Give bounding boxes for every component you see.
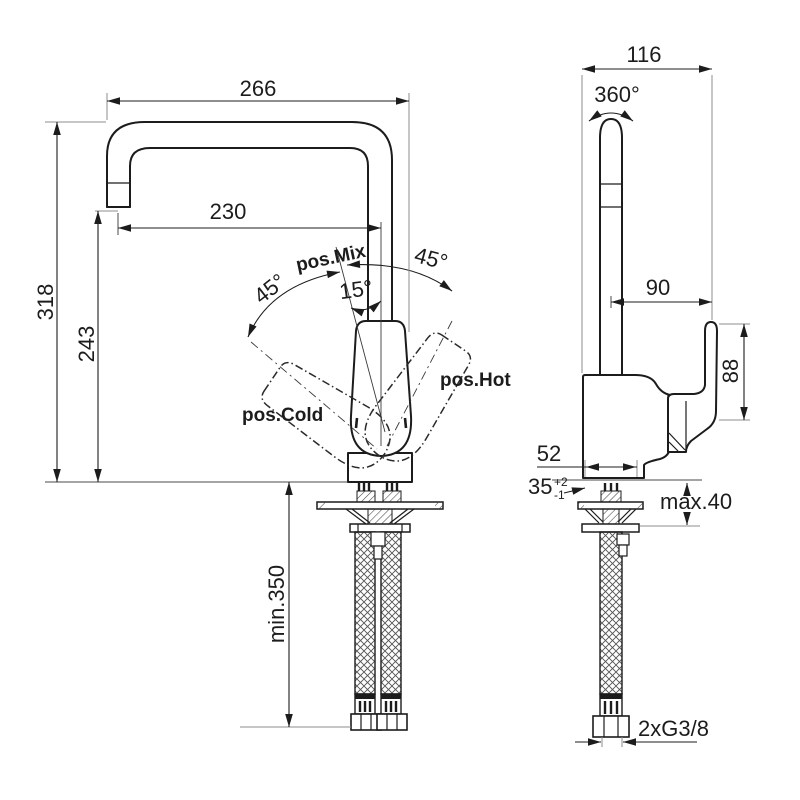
dim-g38-label: 2xG3/8 xyxy=(638,716,709,741)
handle-notch-right xyxy=(403,417,408,429)
dim-116-label: 116 xyxy=(626,42,661,67)
dim-266-label: 266 xyxy=(240,76,277,101)
front-hoses xyxy=(350,531,408,731)
mounting-nut xyxy=(349,523,411,533)
arc-15-mix xyxy=(350,300,382,317)
axis-hot xyxy=(386,320,453,447)
front-spout xyxy=(106,121,393,322)
mounting-plate xyxy=(316,501,444,510)
axis-mix xyxy=(335,246,386,433)
angle-15-label: 15° xyxy=(338,275,374,304)
side-view: 116 360° 90 88 52 35 +2 -1 max.40 xyxy=(528,42,750,747)
angle-45-cold-label: 45° xyxy=(249,269,291,309)
rotation-arc xyxy=(588,110,634,122)
dim-360-label: 360° xyxy=(594,82,640,107)
side-body xyxy=(582,374,671,479)
dim-min350-label: min.350 xyxy=(264,565,289,643)
dim-35-tol-plus: +2 xyxy=(554,475,568,489)
dim-88-label: 88 xyxy=(718,359,743,383)
front-handle-cold-dashed xyxy=(261,361,391,469)
front-view: 266 230 318 243 min.350 45° 45° 15° pos.… xyxy=(33,76,511,731)
axis-cold xyxy=(250,341,378,450)
pos-hot-label: pos.Hot xyxy=(440,370,511,391)
side-handle xyxy=(667,321,718,453)
dim-52-label: 52 xyxy=(537,441,561,466)
side-spout xyxy=(599,118,623,376)
front-mounting xyxy=(316,483,444,533)
front-handle-hot-dashed xyxy=(364,332,472,462)
dim-35-label: 35 xyxy=(528,474,552,499)
front-dimensions: 266 230 318 243 min.350 45° 45° 15° pos.… xyxy=(33,76,511,728)
pos-cold-label: pos.Cold xyxy=(242,405,323,426)
side-hose xyxy=(592,531,630,738)
dim-243-label: 243 xyxy=(74,326,99,363)
pos-mix-label: pos.Mix xyxy=(294,241,368,276)
dim-318-label: 318 xyxy=(33,284,58,321)
angle-45-hot-label: 45° xyxy=(412,242,451,275)
dim-35-tol-minus: -1 xyxy=(554,488,565,502)
dim-max40-label: max.40 xyxy=(660,489,732,514)
arc-45-cold xyxy=(247,270,341,338)
arc-45-hot xyxy=(346,260,453,292)
side-dimensions: 116 360° 90 88 52 35 +2 -1 max.40 xyxy=(528,42,750,747)
dim-230-label: 230 xyxy=(210,199,247,224)
side-mounting xyxy=(577,483,644,533)
side-handle-escutcheon xyxy=(667,394,687,453)
handle-notch-left xyxy=(354,417,359,429)
dim-90-label: 90 xyxy=(646,275,670,300)
